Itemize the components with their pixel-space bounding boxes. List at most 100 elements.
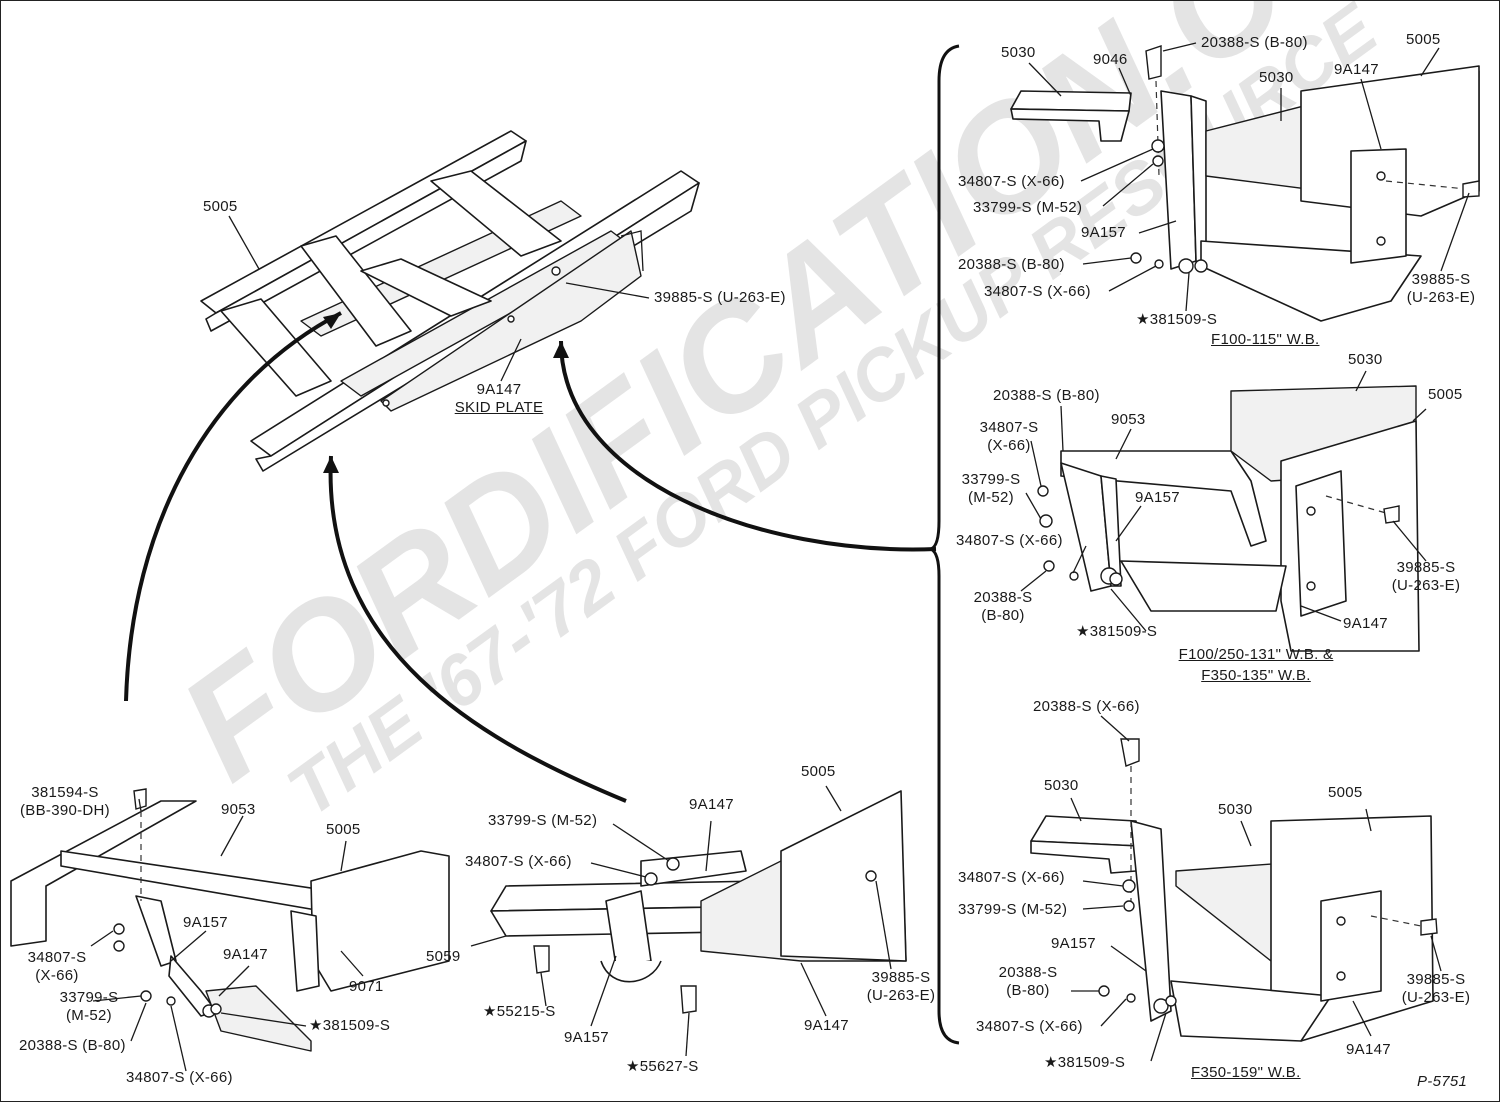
label-bl-rivet: ★381509-S (309, 1017, 391, 1034)
label-bl-strap: 9A157 (183, 914, 228, 931)
label-f100-115-side-bolt-l1: 39885-S (1411, 271, 1471, 288)
label-top-bolt: 39885-S (U-263-E) (654, 289, 786, 306)
label-f100-131-strap: 9A157 (1135, 489, 1180, 506)
label-f100-115-side-bolt-l2: (U-263-E) (1406, 289, 1476, 306)
top-frame-assembly (200, 130, 700, 472)
right-brace (927, 44, 960, 1045)
label-bl-washer1-l1: 34807-S (27, 949, 87, 966)
label-skid-plate-name: SKID PLATE (454, 399, 544, 416)
caption-f100-131-l1: F100/250-131" W.B. & (1178, 646, 1334, 663)
label-f100-115-washer2: 34807-S (X-66) (984, 283, 1091, 300)
label-f100-131-washer1-l2: (X-66) (987, 437, 1031, 454)
label-f100-115-bolt-top: 20388-S (B-80) (1201, 34, 1308, 51)
label-f100-131-nut-l1: 33799-S (961, 471, 1021, 488)
label-f350-side-bolt-l1: 39885-S (1406, 971, 1466, 988)
label-f100-115-rivet: ★381509-S (1136, 311, 1218, 328)
label-bl-bolt-top-l2: (BB-390-DH) (20, 802, 110, 819)
label-f100-115-nut: 33799-S (M-52) (973, 199, 1083, 216)
label-f100-115-crossmember-left: 5030 (1001, 44, 1036, 61)
label-f100-131-nut-l2: (M-52) (968, 489, 1014, 506)
label-f350-crossmember-right: 5030 (1218, 801, 1253, 818)
label-f350-rivet: ★381509-S (1044, 1054, 1126, 1071)
label-f100-115-washer1: 34807-S (X-66) (958, 173, 1065, 190)
label-f350-skid: 9A147 (1346, 1041, 1391, 1058)
label-f100-115-frame: 5005 (1406, 31, 1441, 48)
label-f100-131-nut: 33799-S (M-52) (951, 471, 1031, 507)
label-bm-bolt-bottom: ★55627-S (626, 1058, 699, 1075)
label-f100-131-washer1-l1: 34807-S (979, 419, 1039, 436)
label-bm-nut: 33799-S (M-52) (488, 812, 598, 829)
label-bl-skid: 9A147 (223, 946, 268, 963)
label-f100-131-side-bolt-l2: (U-263-E) (1391, 577, 1461, 594)
label-bl-nut-l2: (M-52) (66, 1007, 112, 1024)
label-bm-crossmember: 5059 (426, 948, 461, 965)
label-bm-frame: 5005 (801, 763, 836, 780)
label-f100-131-bolt-lower-l1: 20388-S (973, 589, 1033, 606)
label-f350-frame: 5005 (1328, 784, 1363, 801)
label-bl-washer1-l2: (X-66) (35, 967, 79, 984)
label-f350-nut: 33799-S (M-52) (958, 901, 1068, 918)
label-bl-bracket: 9071 (349, 978, 384, 995)
caption-f100-131: F100/250-131" W.B. & F350-135" W.B. (1151, 646, 1361, 685)
label-f100-131-washer1: 34807-S (X-66) (969, 419, 1049, 455)
label-f350-bolt-top: 20388-S (X-66) (1033, 698, 1140, 715)
f100-115-assembly (1010, 45, 1480, 322)
label-bm-bolt-left: ★55215-S (483, 1003, 556, 1020)
figure-id: P-5751 (1417, 1073, 1468, 1090)
caption-f350-159: F350-159" W.B. (1191, 1064, 1301, 1082)
label-skid-plate-part: 9A147 (476, 381, 522, 398)
label-f350-strap: 9A157 (1051, 935, 1096, 952)
label-f350-bolt-lower-l1: 20388-S (998, 964, 1058, 981)
label-f100-131-frame: 5005 (1428, 386, 1463, 403)
label-f100-131-bolt-lower: 20388-S (B-80) (966, 589, 1040, 625)
label-f100-131-bar: 9053 (1111, 411, 1146, 428)
label-bl-washer2: 34807-S (X-66) (126, 1069, 233, 1086)
label-bm-side-bolt: 39885-S (U-263-E) (856, 969, 946, 1005)
label-f100-131-side-bolt-l1: 39885-S (1396, 559, 1456, 576)
label-f100-131-skid: 9A147 (1343, 615, 1388, 632)
label-bm-skid-top: 9A147 (689, 796, 734, 813)
bottom-middle-assembly (490, 790, 907, 1014)
label-bl-bolt-top: 381594-S (BB-390-DH) (13, 784, 117, 820)
label-bm-washer: 34807-S (X-66) (465, 853, 572, 870)
label-f350-side-bolt: 39885-S (U-263-E) (1391, 971, 1481, 1007)
label-bl-bar: 9053 (221, 801, 256, 818)
caption-f100-131-l2: F350-135" W.B. (1201, 667, 1311, 684)
label-bm-strap: 9A157 (564, 1029, 609, 1046)
label-f100-131-rivet: ★381509-S (1076, 623, 1158, 640)
label-bl-frame: 5005 (326, 821, 361, 838)
label-bl-nut: 33799-S (M-52) (53, 989, 125, 1025)
label-bm-side-bolt-l1: 39885-S (871, 969, 931, 986)
label-f350-side-bolt-l2: (U-263-E) (1401, 989, 1471, 1006)
label-f350-bolt-lower-l2: (B-80) (1006, 982, 1050, 999)
label-f100-131-bolt-lower-l2: (B-80) (981, 607, 1025, 624)
caption-f100-115-text: F100-115" W.B. (1211, 331, 1320, 348)
label-f100-115-bolt-lower: 20388-S (B-80) (958, 256, 1065, 273)
label-f100-131-washer2: 34807-S (X-66) (956, 532, 1063, 549)
label-bl-bolt-top-l1: 381594-S (31, 784, 99, 801)
caption-f100-115: F100-115" W.B. (1211, 331, 1319, 349)
label-f100-115-skid: 9A147 (1334, 61, 1379, 78)
label-f100-131-bolt-top: 20388-S (B-80) (993, 387, 1100, 404)
caption-f350-159-text: F350-159" W.B. (1191, 1064, 1301, 1081)
label-f100-115-strap: 9A157 (1081, 224, 1126, 241)
label-f100-131-side-bolt: 39885-S (U-263-E) (1381, 559, 1471, 595)
reference-arrows (124, 311, 937, 803)
label-bm-side-bolt-l2: (U-263-E) (866, 987, 936, 1004)
label-skid-plate: 9A147 SKID PLATE (447, 381, 551, 417)
label-f350-crossmember-left: 5030 (1044, 777, 1079, 794)
label-bl-washer1: 34807-S (X-66) (21, 949, 93, 985)
f350-159-assembly (1030, 738, 1438, 1042)
label-bm-skid-bottom: 9A147 (804, 1017, 849, 1034)
label-f350-washer2: 34807-S (X-66) (976, 1018, 1083, 1035)
leader-lines (90, 42, 1470, 1072)
f100-131-assembly (1037, 385, 1420, 652)
label-bl-nut-l1: 33799-S (59, 989, 119, 1006)
label-f350-washer1: 34807-S (X-66) (958, 869, 1065, 886)
label-f100-115-bracket: 9046 (1093, 51, 1128, 68)
label-bl-bolt-lower: 20388-S (B-80) (19, 1037, 126, 1054)
label-top-frame: 5005 (203, 198, 238, 215)
label-f350-bolt-lower: 20388-S (B-80) (991, 964, 1065, 1000)
